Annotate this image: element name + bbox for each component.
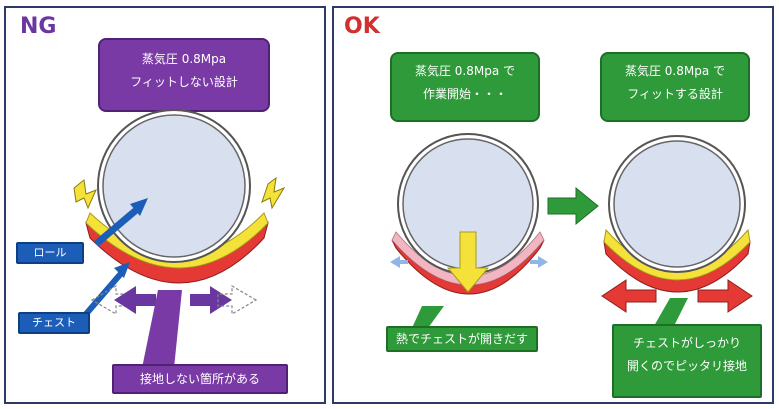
ng-header-line2: フィットしない設計	[130, 74, 238, 89]
ok-right-arrow-right-icon	[697, 279, 753, 313]
ng-arrow-right-outline-icon	[217, 284, 258, 316]
ok-right-bottom-line1: チェストがしっかり	[632, 336, 741, 350]
ng-panel: NG 蒸気圧 0.8Mpa フィットしない設計 ロール チェスト 接地しない箇所…	[4, 6, 326, 404]
ok-right-header-line1: 蒸気圧 0.8Mpa で	[624, 64, 726, 78]
ok-left-header-line2: 作業開始・・・	[422, 86, 507, 101]
ng-arrow-right-icon	[190, 286, 232, 314]
ok-right-callout-pointer	[654, 298, 688, 326]
ng-roll-pointer	[93, 203, 144, 247]
ok-right-roll-inner	[613, 140, 741, 268]
ok-left-bottom-label: 熱でチェストが開きだす	[386, 326, 538, 352]
ng-header-box: 蒸気圧 0.8Mpa フィットしない設計	[98, 38, 270, 112]
ok-down-arrow-icon	[446, 231, 490, 293]
ng-chest-pointer-head	[114, 262, 130, 278]
ok-left-callout-pointer	[412, 306, 444, 328]
ng-roll-label: ロール	[16, 242, 84, 264]
ng-bottom-label: 接地しない箇所がある	[112, 364, 288, 394]
ng-header-line1: 蒸気圧 0.8Mpa	[141, 52, 227, 66]
ok-left-header-line1: 蒸気圧 0.8Mpa で	[414, 64, 516, 78]
ok-title: OK	[344, 14, 380, 39]
ok-left-gap-arrow-left-icon	[390, 256, 408, 268]
ng-lightning-left-icon	[73, 179, 97, 210]
ng-chest-label: チェスト	[18, 312, 90, 334]
ok-left-gap-arrow-right-icon	[530, 256, 548, 268]
ng-roll-inner	[102, 114, 246, 258]
ok-panel: OK 蒸気圧 0.8Mpa で 作業開始・・・ 蒸気圧 0.8Mpa で フィッ…	[332, 6, 774, 404]
ok-right-header-line2: フィットする設計	[627, 86, 723, 101]
ng-lightning-right-icon	[261, 176, 286, 210]
ng-title: NG	[20, 14, 57, 39]
ok-right-bottom-box: チェストがしっかり 開くのでピッタリ接地	[612, 324, 762, 398]
ok-right-header-box: 蒸気圧 0.8Mpa で フィットする設計	[600, 52, 750, 122]
ok-transition-arrow-icon	[547, 186, 599, 226]
ng-illustration	[73, 109, 286, 368]
ok-left-header-box: 蒸気圧 0.8Mpa で 作業開始・・・	[390, 52, 540, 122]
ok-illustration	[390, 133, 753, 328]
ok-right-bottom-line2: 開くのでピッタリ接地	[626, 358, 747, 373]
ok-right-arrow-left-icon	[601, 279, 657, 313]
ng-arrow-left-icon	[114, 286, 156, 314]
ng-callout-pointer	[142, 290, 182, 368]
ng-roll-pointer-head	[130, 198, 148, 216]
